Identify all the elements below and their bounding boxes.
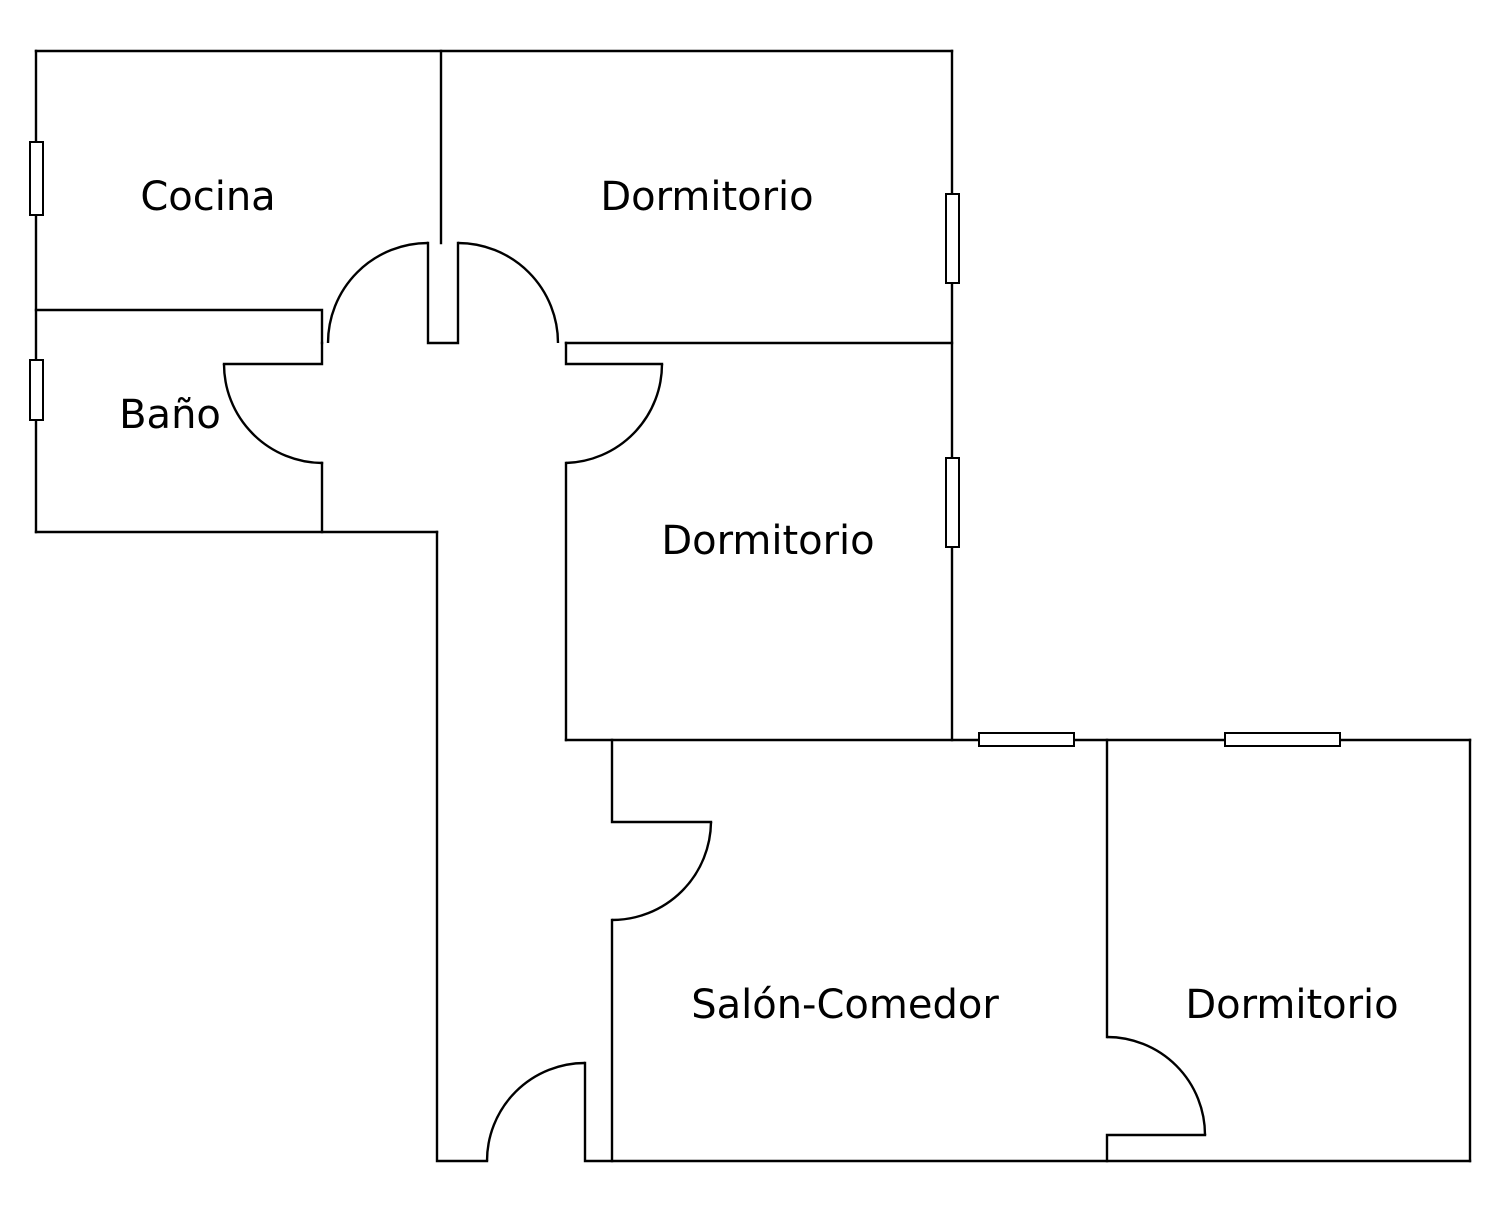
window-bed3 — [1224, 732, 1341, 747]
window-bath — [29, 359, 44, 421]
doors — [222, 241, 1207, 1162]
wall-corridor-west — [435, 530, 489, 1163]
wall-bed2-west-top — [564, 341, 664, 366]
room-label-bedroom-2: Dormitorio — [661, 518, 874, 564]
door-bed2-swing — [565, 363, 664, 465]
room-label-bedroom-1: Dormitorio — [600, 174, 813, 220]
wall-pillar-left — [426, 241, 460, 345]
wall-bath-jamb-top — [222, 341, 324, 366]
window-bed2 — [945, 457, 960, 548]
window-salon — [978, 732, 1075, 747]
room-label-bathroom: Baño — [119, 392, 221, 438]
wall-entry-jamb — [583, 1061, 1472, 1163]
window-kitchen — [29, 141, 44, 216]
room-label-bedroom-3: Dormitorio — [1185, 982, 1398, 1028]
windows — [29, 141, 1341, 747]
room-label-kitchen: Cocina — [140, 174, 275, 220]
wall-salon-bed3-bottom — [1105, 1133, 1207, 1163]
door-salon-swing — [611, 821, 713, 922]
door-bed3-swing — [1106, 1035, 1207, 1136]
window-bed1 — [945, 193, 960, 284]
door-bath-swing — [222, 363, 323, 465]
door-kitchen-swing — [326, 241, 429, 344]
wall-salon-west-top — [610, 738, 713, 824]
room-labels: Cocina Dormitorio Baño Dormitorio Salón-… — [119, 174, 1399, 1028]
wall-kitchen-bath — [34, 308, 324, 345]
door-bed1-swing — [457, 241, 560, 344]
door-entry-swing — [485, 1061, 586, 1162]
room-label-living-dining: Salón-Comedor — [691, 982, 999, 1028]
